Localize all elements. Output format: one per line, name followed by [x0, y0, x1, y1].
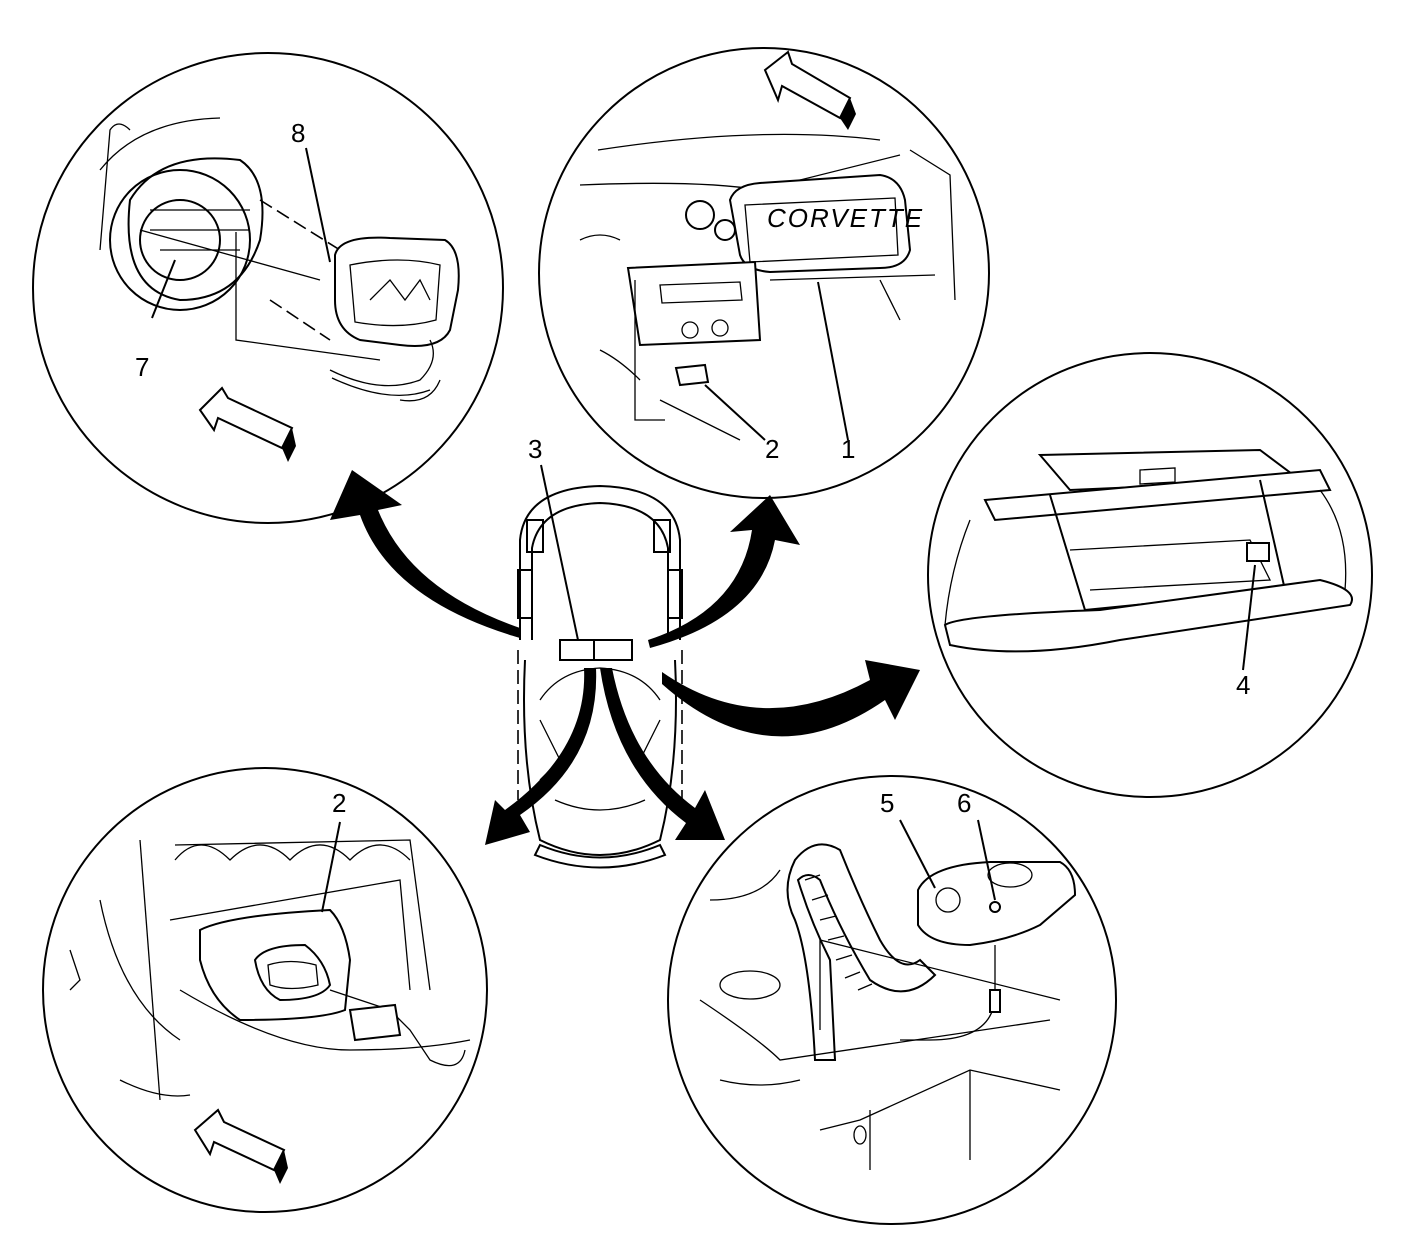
callout-7: 7	[135, 352, 149, 382]
curved-flow-arrow-icon	[330, 470, 920, 845]
forward-direction-arrow-icon	[763, 50, 856, 130]
callout-4: 4	[1236, 670, 1250, 700]
corvette-badge: CORVETTE	[767, 203, 924, 233]
airbag-module-marker	[559, 639, 595, 661]
detail-view-glove-box	[927, 352, 1373, 798]
vehicle-top-view	[517, 484, 683, 869]
callout-6: 6	[957, 788, 971, 818]
detail-view-sensing-module	[42, 767, 488, 1213]
forward-direction-arrow-icon	[198, 386, 296, 462]
callout-3: 3	[528, 434, 542, 464]
callout-5: 5	[880, 788, 894, 818]
callout-2-top: 2	[765, 434, 779, 464]
detail-view-side-sensor	[667, 775, 1117, 1225]
callout-labels: 1 2 2 3 4 5 6 7 8	[135, 118, 1250, 818]
callout-1: 1	[841, 434, 855, 464]
detail-view-steering-wheel	[32, 52, 504, 524]
callout-2-bottom: 2	[332, 788, 346, 818]
forward-direction-arrow-icon	[193, 1108, 288, 1184]
callout-8: 8	[291, 118, 305, 148]
detail-view-instrument-panel: CORVETTE	[538, 47, 990, 499]
